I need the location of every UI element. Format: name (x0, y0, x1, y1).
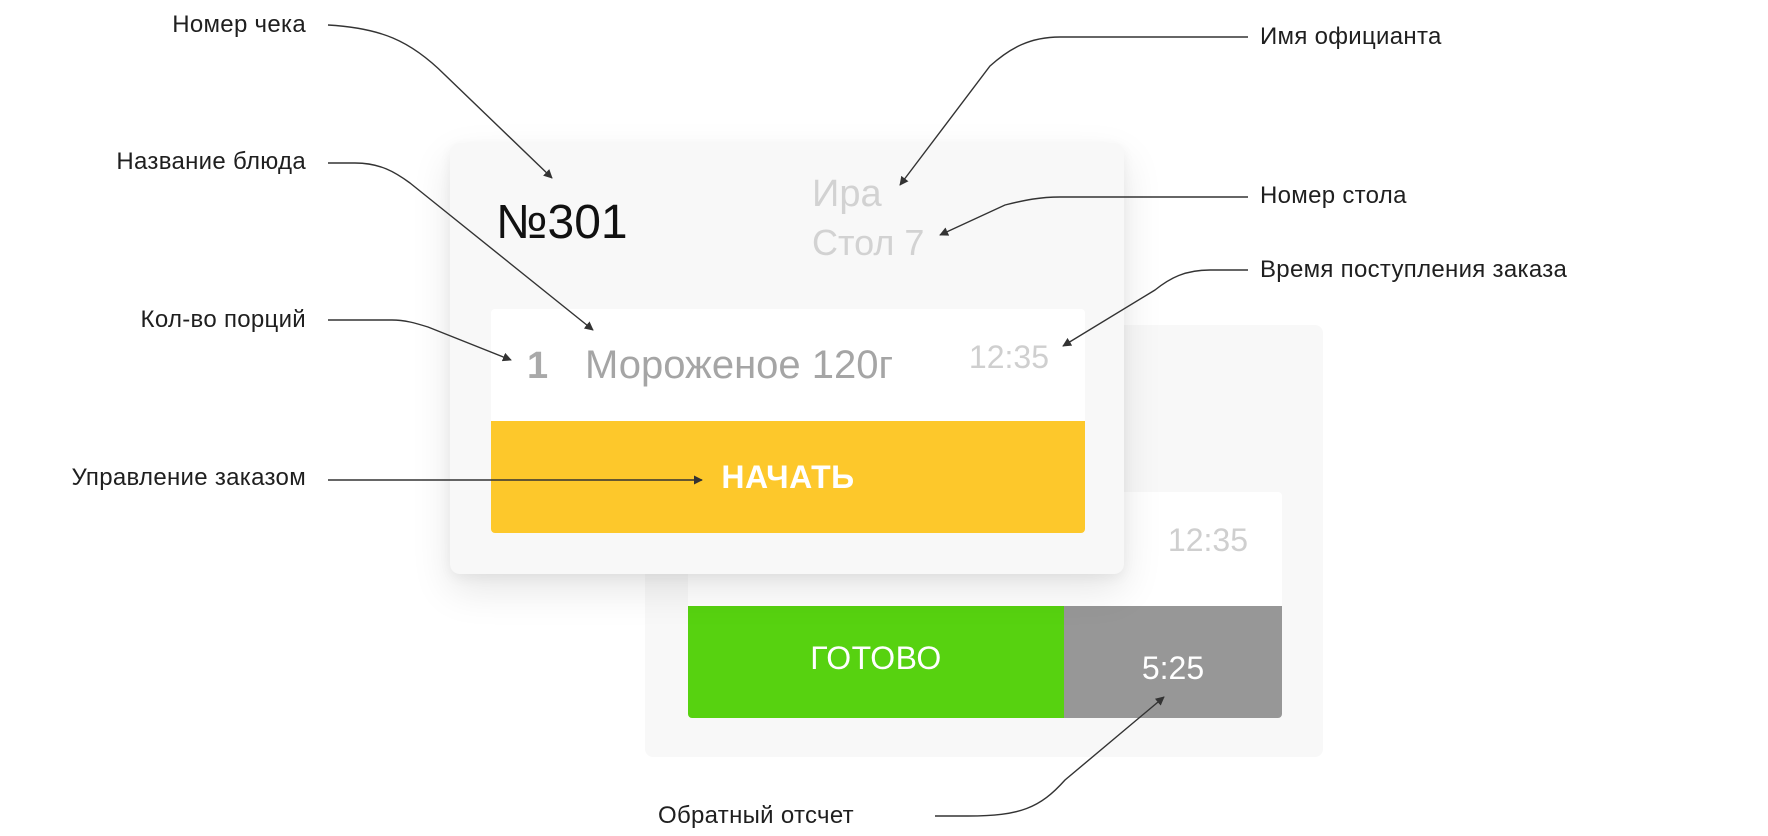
order-actions-back: ГОТОВО 5:25 (688, 606, 1282, 718)
annotation-portions: Кол-во порций (140, 306, 306, 333)
table-number: Стол 7 (812, 222, 925, 263)
order-time: 12:35 (968, 339, 1049, 375)
order-card: №301 Ира Стол 7 1 Мороженое 120г 12:35 Н… (450, 143, 1124, 574)
check-number: №301 (496, 196, 628, 249)
dish-name: Мороженое 120г (585, 343, 894, 387)
portion-count: 1 (527, 345, 549, 387)
annotation-table-number: Номер стола (1260, 182, 1407, 209)
order-item-row: 1 Мороженое 120г 12:35 (491, 309, 1085, 421)
annotation-countdown: Обратный отсчет (658, 802, 854, 829)
annotation-check-number: Номер чека (172, 11, 306, 38)
annotation-dish-name: Название блюда (116, 148, 306, 175)
annotation-order-time: Время поступления заказа (1260, 256, 1568, 283)
annotation-order-control: Управление заказом (71, 464, 306, 491)
waiter-name: Ира (812, 173, 882, 215)
done-button[interactable]: ГОТОВО (688, 606, 1064, 718)
order-time-back: 12:35 (1167, 522, 1248, 558)
annotation-waiter-name: Имя официанта (1260, 23, 1442, 50)
countdown-timer: 5:25 (1064, 606, 1282, 718)
start-button[interactable]: НАЧАТЬ (491, 421, 1085, 533)
